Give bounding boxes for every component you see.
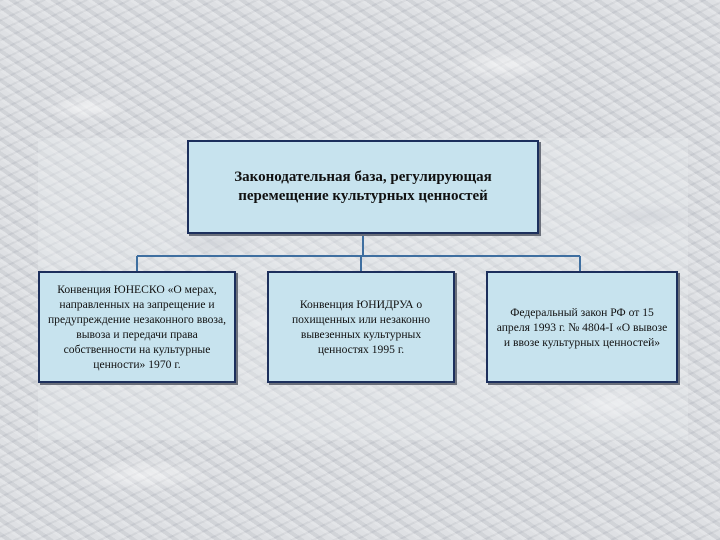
child-node-federal-law-label: Федеральный закон РФ от 15 апреля 1993 г… bbox=[496, 305, 668, 349]
child-node-unesco: Конвенция ЮНЕСКО «О мерах, направленных … bbox=[38, 271, 236, 383]
child-node-unidroit-label: Конвенция ЮНИДРУА о похищенных или незак… bbox=[291, 298, 431, 356]
root-node: Законодательная база, регулирующая перем… bbox=[187, 140, 539, 234]
root-node-label: Законодательная база, регулирующая перем… bbox=[234, 169, 492, 204]
child-node-federal-law: Федеральный закон РФ от 15 апреля 1993 г… bbox=[486, 271, 678, 383]
child-node-unesco-label: Конвенция ЮНЕСКО «О мерах, направленных … bbox=[47, 283, 227, 371]
child-node-unidroit: Конвенция ЮНИДРУА о похищенных или незак… bbox=[267, 271, 455, 383]
